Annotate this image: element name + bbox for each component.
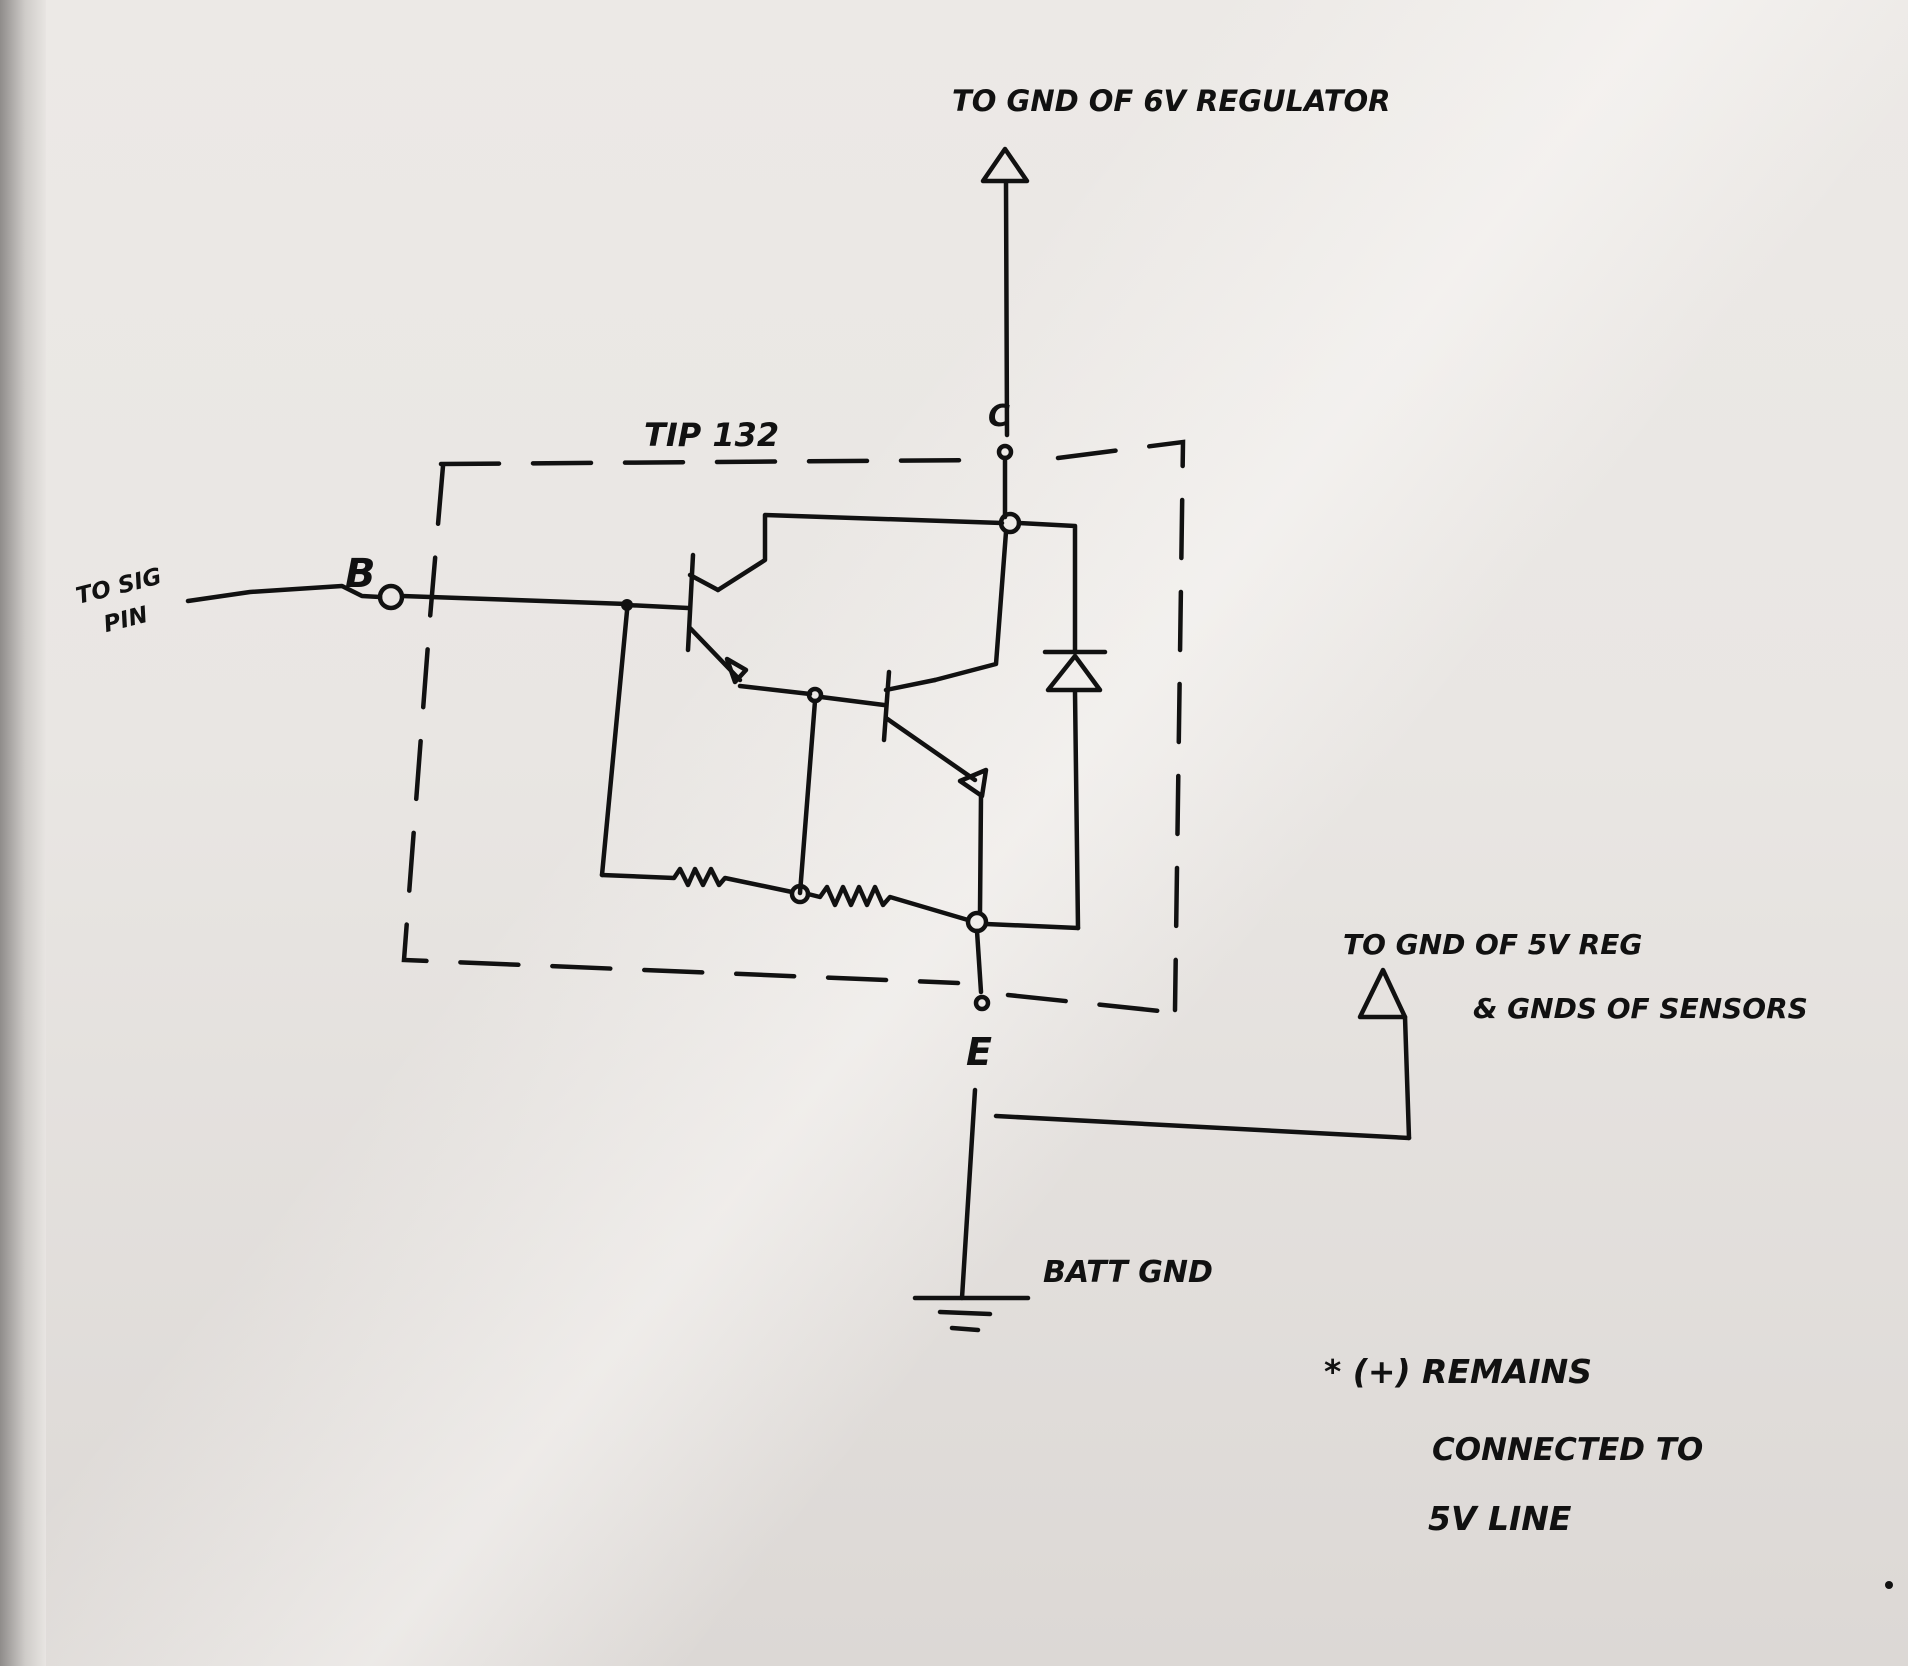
base-terminal <box>185 583 633 611</box>
page-edge <box>0 0 46 1666</box>
label-emitter: E <box>966 1030 992 1074</box>
driver-transistor-symbol <box>624 552 824 704</box>
label-signal-in: TO SIG PIN <box>73 564 164 638</box>
label-right-ground-line2: & GNDS OF SENSORS <box>1473 992 1808 1025</box>
label-right-ground-line1: TO GND OF 5V REG <box>1343 928 1642 961</box>
ground-symbol-5v-regulator <box>1357 967 1408 1020</box>
label-base: B <box>345 551 376 597</box>
resistor-network <box>599 608 989 934</box>
note-line1: * (+) REMAINS <box>1324 1352 1592 1391</box>
note-line2: CONNECTED TO <box>1432 1432 1703 1468</box>
label-signal-in-line2: PIN <box>101 602 151 638</box>
note-line3: 5V LINE <box>1428 1499 1572 1538</box>
label-top-ground: TO GND OF 6V REGULATOR <box>952 84 1390 118</box>
emitter-terminal <box>973 928 991 1012</box>
output-transistor-symbol <box>818 669 989 915</box>
protection-diode <box>983 649 1108 931</box>
collector-bus <box>715 512 1078 683</box>
collector-terminal <box>996 443 1022 535</box>
ground-symbol-6v-regulator <box>980 146 1030 438</box>
label-collector: C <box>988 399 1010 434</box>
battery-ground-line <box>959 1014 1412 1301</box>
battery-ground-symbol <box>912 1295 1031 1333</box>
label-transistor: TIP 132 <box>644 416 779 454</box>
label-battery-ground: BATT GND <box>1043 1255 1213 1290</box>
label-signal-in-line1: TO SIG <box>73 564 164 610</box>
tip132-package-outline <box>401 439 1186 1014</box>
ink-dot <box>1885 1581 1893 1589</box>
